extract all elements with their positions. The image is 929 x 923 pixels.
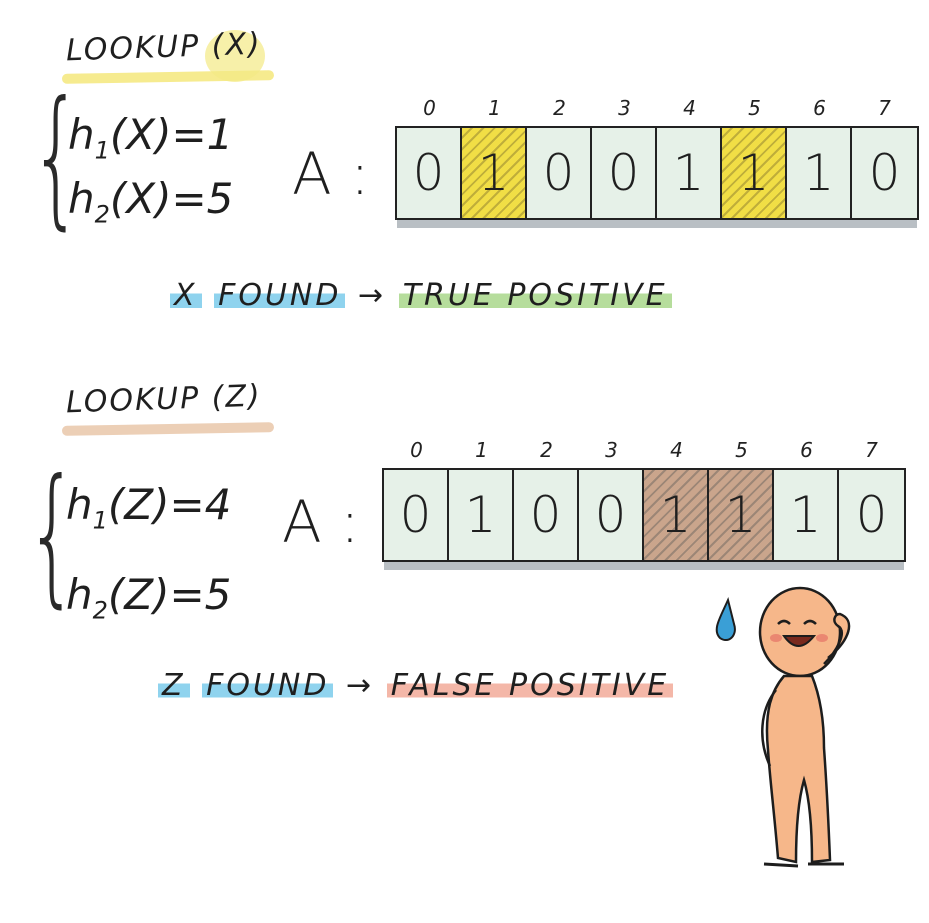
array-index-label: 4 (683, 96, 696, 120)
array-index-label: 2 (553, 96, 566, 120)
array-cell: 0 (397, 128, 462, 218)
hash-equation-x-2: h2(X)=5 (68, 174, 234, 229)
array-index-label: 0 (423, 96, 436, 120)
sweat-drop-icon (715, 596, 736, 642)
result-x-outcome: TRUE POSITIVE (398, 278, 672, 313)
result-x-arrow: → (358, 278, 387, 313)
array-index-label: 6 (800, 438, 813, 462)
array-cell: 1 (449, 470, 514, 560)
array-cell: 0 (514, 470, 579, 560)
array-index-label: 3 (605, 438, 618, 462)
array-cell: 0 (592, 128, 657, 218)
array-z-indices: 0 1 2 3 4 5 6 7 (384, 438, 904, 462)
hash-equation-z-2: h2(Z)=5 (66, 570, 232, 625)
array-cell: 0 (527, 128, 592, 218)
array-index-label: 4 (670, 438, 683, 462)
array-x-label: A : (292, 140, 370, 208)
hash-equation-x-1: h1(X)=1 (68, 110, 234, 165)
lookup-z-title: LOOKUP (Z) (65, 378, 263, 421)
array-cell: 0 (868, 144, 901, 202)
array-index-label: 7 (865, 438, 878, 462)
array-index-label: 0 (410, 438, 423, 462)
array-index-label: 3 (618, 96, 631, 120)
array-index-label: 6 (813, 96, 826, 120)
array-index-label: 5 (748, 96, 761, 120)
brace-x: { (30, 70, 83, 244)
result-z-arrow: → (346, 668, 375, 703)
embarrassed-person-icon (715, 586, 851, 868)
result-x-verb: FOUND (214, 278, 346, 313)
array-cell: 0 (855, 486, 888, 544)
array-cell-highlighted: 1 (644, 470, 709, 560)
array-cell: 1 (787, 128, 852, 218)
result-x: X FOUND → TRUE POSITIVE (170, 278, 672, 313)
result-z-outcome: FALSE POSITIVE (386, 668, 674, 703)
array-cell-highlighted: 1 (709, 470, 774, 560)
array-index-label: 7 (878, 96, 891, 120)
array-cell: 1 (657, 128, 722, 218)
array-index-label: 5 (735, 438, 748, 462)
title-x-circle-highlight (205, 30, 265, 82)
result-z-verb: FOUND (202, 668, 334, 703)
array-cell-highlighted: 1 (722, 128, 787, 218)
array-cell: 0 (579, 470, 644, 560)
array-index-label: 2 (540, 438, 553, 462)
result-z-subject: Z (158, 668, 190, 703)
result-x-subject: X (170, 278, 202, 313)
array-x-indices: 0 1 2 3 4 5 6 7 (397, 96, 917, 120)
array-cell: 1 (774, 470, 839, 560)
lookup-x-title: LOOKUP (X) (65, 26, 263, 69)
title-z-highlight (61, 422, 275, 436)
array-index-label: 1 (488, 96, 501, 120)
array-z-label: A : (282, 488, 360, 556)
result-z: Z FOUND → FALSE POSITIVE (158, 668, 674, 703)
array-cell-highlighted: 1 (462, 128, 527, 218)
array-cell: 0 (384, 470, 449, 560)
array-index-label: 1 (475, 438, 488, 462)
hash-equation-z-1: h1(Z)=4 (66, 480, 232, 535)
brace-z: { (26, 448, 79, 622)
